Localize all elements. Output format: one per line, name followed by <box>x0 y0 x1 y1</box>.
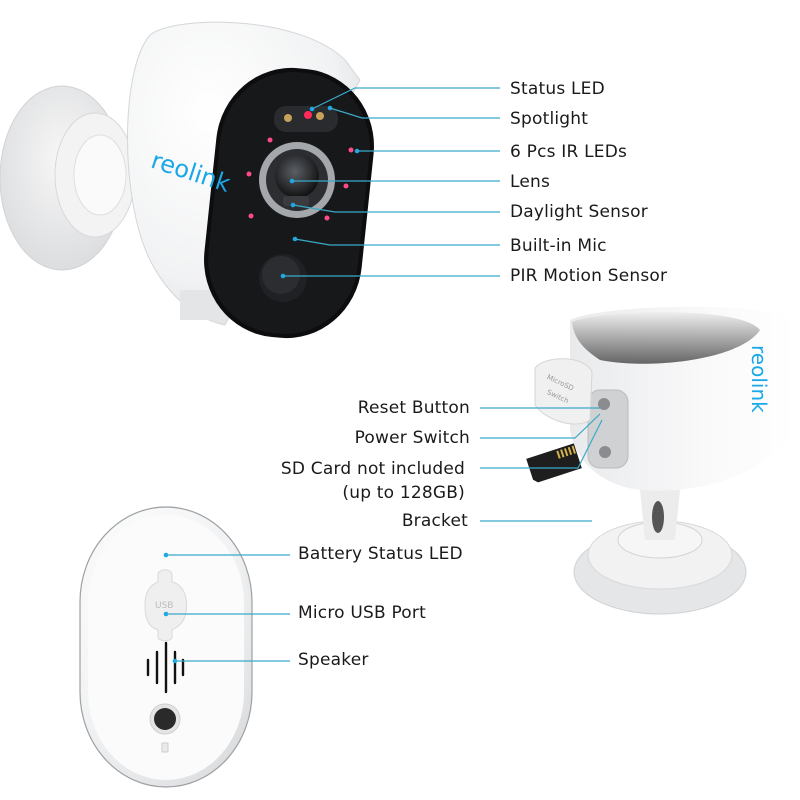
usb-cover-text: USB <box>155 601 173 611</box>
callout-battery-status-led: Battery Status LED <box>298 544 463 564</box>
status-led-indicator <box>304 111 312 119</box>
callout-bracket: Bracket <box>401 511 468 531</box>
callout-reset-button: Reset Button <box>357 398 470 418</box>
callout-power-switch: Power Switch <box>354 428 470 448</box>
callout-spotlight: Spotlight <box>510 109 589 129</box>
callout-sd-card-capacity: (up to 128GB) <box>342 483 465 503</box>
reolink-logo-side: reolink <box>747 345 771 413</box>
sd-card-image <box>526 443 582 483</box>
callout-status-led: Status LED <box>510 79 605 99</box>
callout-ir-leds: 6 Pcs IR LEDs <box>510 142 628 162</box>
wall-mount <box>0 85 136 271</box>
callout-sd-card: SD Card not included <box>280 459 465 479</box>
speaker-grill <box>146 641 185 694</box>
ir-led-dots <box>246 137 354 221</box>
callout-speaker: Speaker <box>298 650 369 670</box>
callout-built-in-mic: Built-in Mic <box>510 236 607 256</box>
callout-micro-usb-port: Micro USB Port <box>298 603 426 623</box>
callout-pir-motion-sensor: PIR Motion Sensor <box>510 266 668 286</box>
front-camera: reolink <box>0 21 500 339</box>
back-camera: USB <box>79 506 290 788</box>
callout-lens: Lens <box>510 172 551 192</box>
callout-daylight-sensor: Daylight Sensor <box>510 202 648 222</box>
side-camera: MicroSD Switch reolink <box>480 306 795 615</box>
